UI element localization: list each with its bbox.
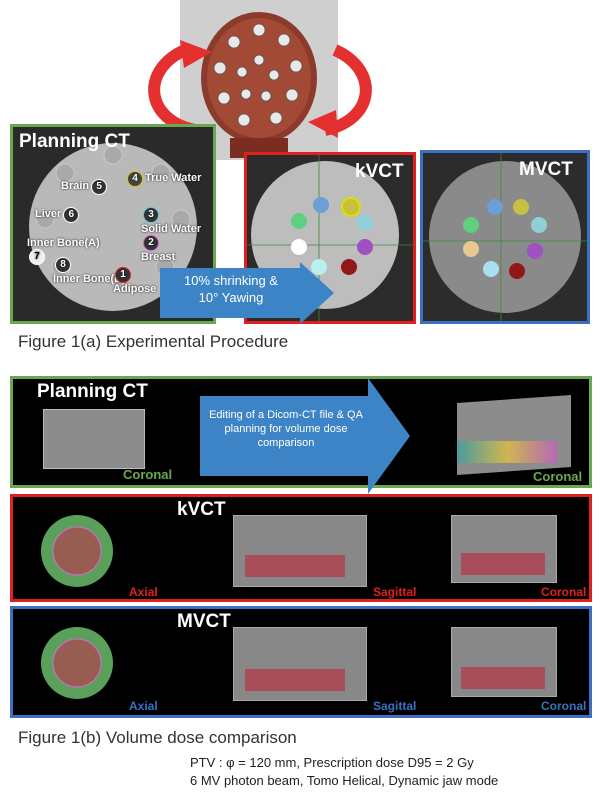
- insert-number: 2: [143, 235, 159, 251]
- fig1a-mvct-label: MVCT: [519, 159, 573, 180]
- fig1b-mvct-label: MVCT: [177, 611, 231, 632]
- insert-label-inner-bone-a: Inner Bone(A)7: [27, 237, 107, 265]
- kvct-sagittal-label: Sagittal: [373, 585, 417, 599]
- phantom-photo: [180, 0, 338, 160]
- kvct-sagittal-dose: [245, 555, 345, 577]
- editing-text: Editing of a Dicom-CT file & QA planning…: [209, 409, 363, 449]
- mvct-coronal-label: Coronal: [541, 699, 587, 713]
- insert-name: Adipose: [113, 283, 157, 295]
- footnote-line1: PTV : φ = 120 mm, Prescription dose D95 …: [190, 755, 474, 770]
- insert-number: 5: [91, 179, 108, 195]
- phantom-drawing: [180, 0, 338, 160]
- kvct-axial-image: [41, 515, 113, 587]
- fig1b-kvct-label: kVCT: [177, 499, 226, 520]
- kvct-insert-inner-bone-b: [311, 259, 327, 275]
- transform-text-line2: 10° Yawing: [198, 290, 264, 305]
- kvct-coronal-label: Coronal: [541, 585, 587, 599]
- mvct-insert-breast: [527, 243, 543, 259]
- insert-number: 6: [63, 207, 80, 223]
- fig1b-planning-ct-left-image: [43, 409, 145, 469]
- fig1a-caption: Figure 1(a) Experimental Procedure: [18, 332, 289, 351]
- mvct-insert-adipose: [509, 263, 525, 279]
- fig1b-coronal-label-left: Coronal: [123, 467, 173, 482]
- transform-arrow-icon: [160, 262, 334, 324]
- fig1b-coronal-label-right: Coronal: [533, 469, 583, 484]
- fig1b-mvct-row: MVCT Axial Sagittal Coronal: [10, 606, 592, 718]
- fig1b-caption: Figure 1(b) Volume dose comparison: [18, 728, 297, 747]
- kvct-insert-true-water: [341, 197, 361, 217]
- insert-number: 1: [115, 267, 131, 283]
- kvct-insert-breast: [357, 239, 373, 255]
- insert-name: Inner Bone(B): [53, 273, 126, 285]
- planning-ct-phantom-image: [29, 143, 197, 311]
- insert-name: Solid Water: [141, 223, 202, 235]
- insert-name: Brain: [61, 180, 90, 192]
- fig1a-planning-ct-label: Planning CT: [19, 131, 130, 152]
- kvct-coronal-dose: [461, 553, 545, 575]
- mvct-phantom-image: [423, 153, 587, 321]
- footnote: PTV : φ = 120 mm, Prescription dose D95 …: [190, 754, 498, 790]
- editing-arrow-icon: [200, 378, 410, 494]
- fig1b-kvct-row: kVCT Axial Sagittal Coronal: [10, 494, 592, 602]
- kvct-insert-brain: [313, 197, 329, 213]
- fig1a-mvct-panel: MVCT: [420, 150, 590, 324]
- transform-text: 10% shrinking & 10° Yawing: [166, 272, 296, 306]
- mvct-insert-inner-bone-b: [483, 261, 499, 277]
- kvct-insert-inner-bone-a: [291, 239, 307, 255]
- insert-number: 7: [29, 249, 45, 265]
- mvct-insert-brain: [487, 199, 503, 215]
- kvct-insert-solid-water: [357, 215, 373, 231]
- insert-name: True Water: [145, 172, 202, 184]
- footnote-line2: 6 MV photon beam, Tomo Helical, Dynamic …: [190, 773, 499, 788]
- transform-text-line1: 10% shrinking &: [184, 273, 278, 288]
- insert-number: 4: [127, 171, 143, 187]
- mvct-coronal-dose: [461, 667, 545, 689]
- insert-name: Liver: [35, 208, 62, 220]
- fig1b-planning-ct-label: Planning CT: [37, 381, 148, 402]
- mvct-insert-true-water: [513, 199, 529, 215]
- kvct-insert-adipose: [341, 259, 357, 275]
- mvct-axial-label: Axial: [129, 699, 158, 713]
- mvct-sagittal-label: Sagittal: [373, 699, 417, 713]
- insert-name: Breast: [141, 251, 176, 263]
- mvct-insert-liver: [463, 217, 479, 233]
- insert-number: 8: [55, 257, 71, 273]
- fig1a-kvct-label: kVCT: [355, 161, 404, 182]
- mvct-axial-image: [41, 627, 113, 699]
- mvct-insert-inner-bone-a: [463, 241, 479, 257]
- kvct-axial-label: Axial: [129, 585, 158, 599]
- insert-number: 3: [143, 207, 159, 223]
- insert-name: Inner Bone(A): [27, 237, 100, 249]
- mvct-sagittal-dose: [245, 669, 345, 691]
- fig1b-dose-overlay: [457, 441, 557, 463]
- kvct-insert-liver: [291, 213, 307, 229]
- mvct-insert-solid-water: [531, 217, 547, 233]
